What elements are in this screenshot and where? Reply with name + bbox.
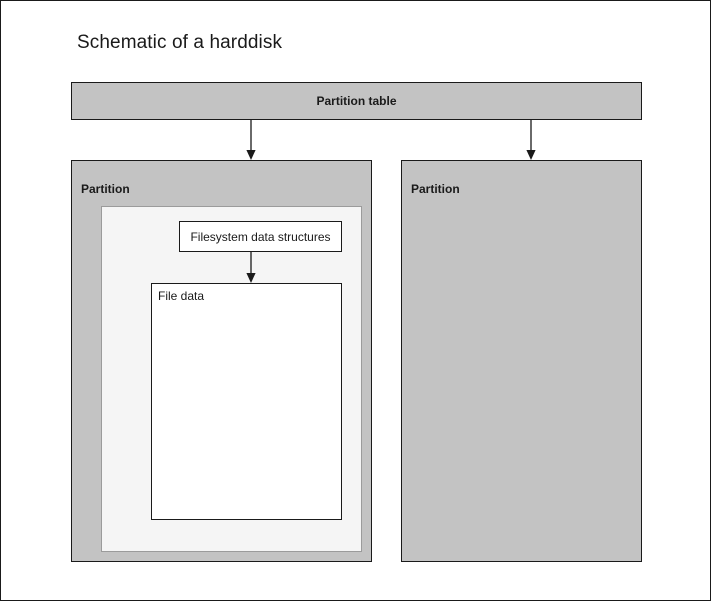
partition-table-box[interactable]: Partition table (71, 82, 642, 120)
file-data-label: File data (158, 289, 205, 303)
partition-box-2[interactable]: Partition (401, 160, 642, 562)
arrow-fs-to-file-data (244, 252, 258, 284)
partition-label-1: Partition (81, 182, 130, 196)
file-data-box[interactable]: File data (151, 283, 342, 520)
arrow-table-to-partition-1 (244, 120, 258, 161)
filesystem-data-structures-box[interactable]: Filesystem data structures (179, 221, 342, 252)
partition-label-2: Partition (411, 182, 460, 196)
page-title: Schematic of a harddisk (77, 32, 283, 53)
partition-table-label: Partition table (316, 94, 397, 108)
filesystem-data-structures-label: Filesystem data structures (190, 229, 331, 244)
arrow-table-to-partition-2 (524, 120, 538, 161)
